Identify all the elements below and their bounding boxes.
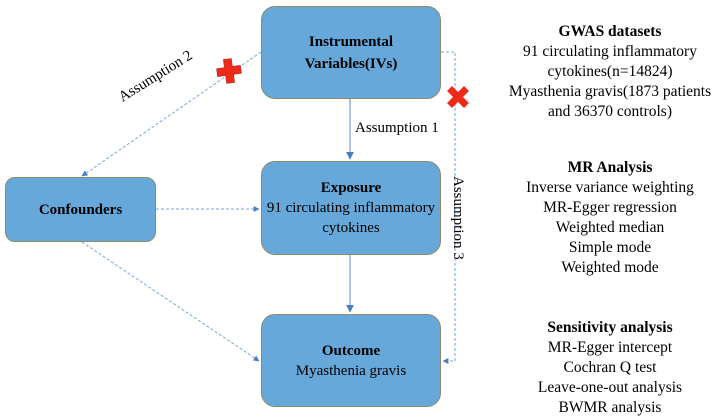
red-cross-icon xyxy=(447,86,469,108)
panel-line: cytokines(n=14824) xyxy=(547,63,673,80)
node-title: Exposure xyxy=(320,180,382,196)
node-exposure: Exposure 91 circulating inflammatory cyt… xyxy=(261,161,441,255)
panel-title: MR Analysis xyxy=(567,159,653,176)
node-subtitle: 91 circulating inflammatory cytokines xyxy=(266,200,436,236)
panel-line: MR-Egger regression xyxy=(543,199,677,216)
red-cross-icon xyxy=(216,58,242,84)
panel-line: and 36370 controls) xyxy=(548,103,672,120)
panel-line: Cochran Q test xyxy=(563,359,657,376)
panel-line: Leave-one-out analysis xyxy=(537,379,683,396)
panel-mr-analysis: MR Analysis Inverse variance weighting M… xyxy=(500,158,720,278)
panel-title: Sensitivity analysis xyxy=(547,319,673,336)
node-confounders: Confounders xyxy=(5,177,156,242)
panel-line: Simple mode xyxy=(568,239,652,256)
panel-title: GWAS datasets xyxy=(558,23,662,40)
node-outcome: Outcome Myasthenia gravis xyxy=(261,314,441,407)
panel-line: Weighted median xyxy=(555,219,665,236)
edge-label-assumption-3: Assumption 3 xyxy=(450,176,466,260)
panel-line: Inverse variance weighting xyxy=(526,179,694,196)
panel-line: MR-Egger intercept xyxy=(547,339,673,356)
panel-line: Weighted mode xyxy=(561,259,659,276)
node-subtitle: Myasthenia gravis xyxy=(295,362,407,379)
panel-line: Myasthenia gravis(1873 patients xyxy=(508,83,712,100)
edge-iv-to-outcome xyxy=(441,51,456,364)
node-instrumental-variables: Instrumental Variables(IVs) xyxy=(261,6,441,99)
edge-confounders-to-outcome xyxy=(81,241,260,362)
panel-sensitivity-analysis: Sensitivity analysis MR-Egger intercept … xyxy=(500,318,720,418)
node-title: Outcome xyxy=(321,342,381,359)
node-title: Instrumental Variables(IVs) xyxy=(304,33,398,72)
node-title: Confounders xyxy=(38,201,123,218)
panel-line: 91 circulating inflammatory xyxy=(523,43,697,60)
edge-label-assumption-1: Assumption 1 xyxy=(355,120,439,136)
panel-gwas-datasets: GWAS datasets 91 circulating inflammator… xyxy=(500,22,720,122)
panel-line: BWMR analysis xyxy=(558,399,662,416)
